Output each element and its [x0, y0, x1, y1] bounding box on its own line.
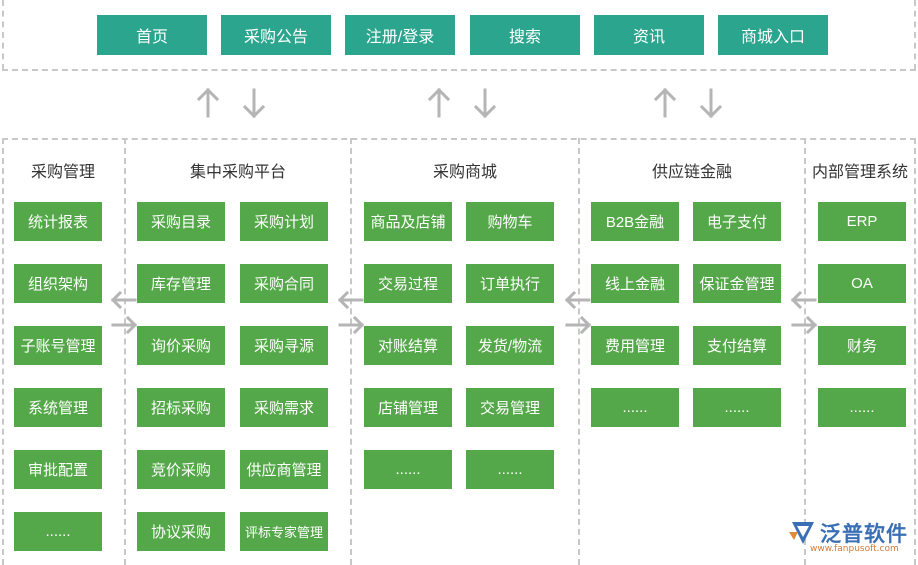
module-box[interactable]: 支付结算 — [693, 326, 781, 365]
module-box[interactable]: ...... — [591, 388, 679, 427]
left-right-arrows-2 — [337, 290, 365, 335]
up-down-arrows-3 — [653, 87, 723, 119]
module-box[interactable]: 统计报表 — [14, 202, 102, 241]
column-divider — [914, 138, 916, 565]
column-title-procurement-mall: 采购商城 — [432, 164, 497, 181]
module-box[interactable]: ...... — [818, 388, 906, 427]
column-divider — [2, 138, 4, 565]
up-down-arrows-1 — [196, 87, 266, 119]
module-box[interactable]: 购物车 — [466, 202, 554, 241]
module-box[interactable]: ...... — [693, 388, 781, 427]
module-box[interactable]: ERP — [818, 202, 906, 241]
nav-register-login[interactable]: 注册/登录 — [345, 15, 455, 55]
logo-url: www.fanpusoft.com — [810, 544, 899, 554]
column-title-procurement-management: 采购管理 — [30, 164, 95, 181]
left-right-arrows-4 — [790, 290, 818, 335]
module-box[interactable]: 供应商管理 — [240, 450, 328, 489]
module-box[interactable]: 审批配置 — [14, 450, 102, 489]
module-box[interactable]: ...... — [466, 450, 554, 489]
fanpu-logo-icon — [789, 522, 814, 544]
module-box[interactable]: 费用管理 — [591, 326, 679, 365]
module-box[interactable]: ...... — [364, 450, 452, 489]
column-title-central-procurement-platform: 集中采购平台 — [189, 164, 286, 181]
module-box[interactable]: 店铺管理 — [364, 388, 452, 427]
module-box[interactable]: 电子支付 — [693, 202, 781, 241]
logo-name: 泛普软件 — [820, 523, 908, 546]
module-box[interactable]: 协议采购 — [137, 512, 225, 551]
module-box[interactable]: 采购目录 — [137, 202, 225, 241]
module-box[interactable]: 商品及店铺 — [364, 202, 452, 241]
fanpu-logo: 泛普软件 www.fanpusoft.com — [786, 516, 912, 560]
module-box[interactable]: 询价采购 — [137, 326, 225, 365]
module-box[interactable]: 采购计划 — [240, 202, 328, 241]
left-right-arrows-1 — [110, 290, 138, 335]
up-down-arrows-2 — [427, 87, 497, 119]
columns-top-border — [2, 138, 916, 140]
module-box[interactable]: OA — [818, 264, 906, 303]
top-frame-left — [2, 0, 4, 70]
module-box[interactable]: 库存管理 — [137, 264, 225, 303]
module-box[interactable]: 发货/物流 — [466, 326, 554, 365]
nav-news[interactable]: 资讯 — [594, 15, 704, 55]
column-title-internal-management: 内部管理系统 — [811, 164, 908, 181]
module-box[interactable]: 线上金融 — [591, 264, 679, 303]
module-box[interactable]: 竞价采购 — [137, 450, 225, 489]
nav-mall-entry[interactable]: 商城入口 — [718, 15, 828, 55]
module-box[interactable]: 对账结算 — [364, 326, 452, 365]
nav-procurement-notice[interactable]: 采购公告 — [221, 15, 331, 55]
module-box[interactable]: 保证金管理 — [693, 264, 781, 303]
nav-search[interactable]: 搜索 — [470, 15, 580, 55]
module-box[interactable]: 采购寻源 — [240, 326, 328, 365]
column-divider — [124, 138, 126, 565]
column-divider — [578, 138, 580, 565]
nav-home[interactable]: 首页 — [97, 15, 207, 55]
module-box[interactable]: B2B金融 — [591, 202, 679, 241]
module-box[interactable]: 采购合同 — [240, 264, 328, 303]
module-box[interactable]: 采购需求 — [240, 388, 328, 427]
column-title-supply-chain-finance: 供应链金融 — [651, 164, 732, 181]
module-box[interactable]: 系统管理 — [14, 388, 102, 427]
column-divider — [804, 138, 806, 565]
module-box[interactable]: 交易过程 — [364, 264, 452, 303]
top-frame-right — [914, 0, 916, 70]
left-right-arrows-3 — [564, 290, 592, 335]
module-box[interactable]: ...... — [14, 512, 102, 551]
module-box[interactable]: 评标专家管理 — [240, 512, 328, 551]
module-box[interactable]: 订单执行 — [466, 264, 554, 303]
column-divider — [350, 138, 352, 565]
module-box[interactable]: 财务 — [818, 326, 906, 365]
top-frame-bottom — [2, 69, 916, 71]
module-box[interactable]: 组织架构 — [14, 264, 102, 303]
module-box[interactable]: 子账号管理 — [14, 326, 102, 365]
module-box[interactable]: 交易管理 — [466, 388, 554, 427]
module-box[interactable]: 招标采购 — [137, 388, 225, 427]
